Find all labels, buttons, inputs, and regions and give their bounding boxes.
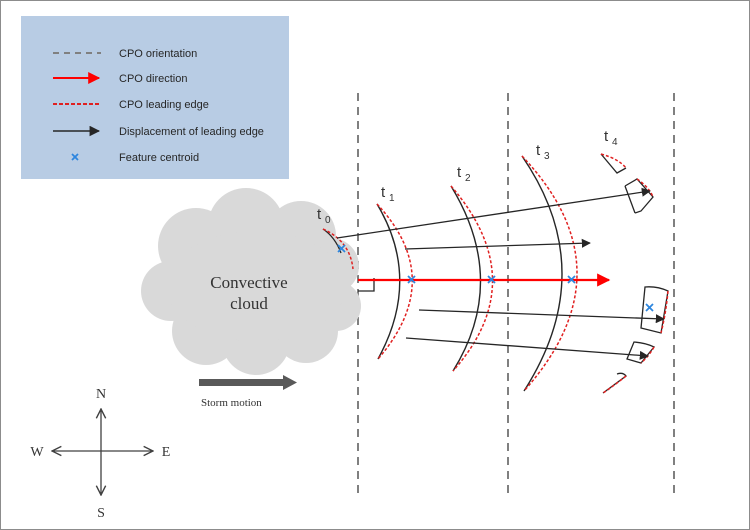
- svg-text:1: 1: [389, 193, 395, 204]
- compass-e: E: [162, 445, 171, 460]
- leading-edge-t3: [521, 155, 578, 392]
- svg-text:t: t: [381, 184, 386, 201]
- legend-background: [21, 16, 289, 179]
- compass-w: W: [30, 445, 44, 460]
- svg-text:t: t: [457, 164, 462, 181]
- time-label-t2: t 2: [457, 164, 471, 184]
- centroid-t0: [337, 244, 346, 253]
- legend-label-centroid: Feature centroid: [119, 152, 199, 164]
- centroid-t1: [407, 275, 416, 284]
- svg-text:t: t: [317, 206, 322, 223]
- centroid-t2: [487, 275, 496, 284]
- svg-text:4: 4: [612, 137, 618, 148]
- time-label-t3: t 3: [536, 142, 550, 162]
- svg-text:0: 0: [325, 215, 331, 226]
- cloud-label-line1: Convective: [210, 273, 287, 292]
- displacement-arrows: [336, 187, 665, 360]
- feature-centroids: [337, 244, 654, 312]
- compass-s: S: [97, 506, 105, 521]
- right-angle-mark: [358, 278, 375, 292]
- time-label-t4: t 4: [604, 128, 618, 148]
- centroid-t3: [567, 275, 576, 284]
- displacement-arrow-top: [336, 187, 651, 239]
- compass-n: N: [96, 387, 106, 402]
- legend-label-leading-edge: CPO leading edge: [119, 99, 209, 111]
- time-label-t0: t 0: [317, 206, 331, 226]
- legend: CPO orientation CPO direction CPO leadin…: [21, 16, 289, 179]
- svg-text:t: t: [604, 128, 609, 145]
- displacement-arrow-bottom: [405, 337, 649, 360]
- displacement-arrow-upper: [404, 238, 591, 250]
- legend-label-displacement: Displacement of leading edge: [119, 126, 264, 138]
- centroid-t4: [645, 303, 654, 312]
- leading-edge-t4-fragments: [600, 153, 669, 394]
- svg-text:2: 2: [465, 173, 471, 184]
- svg-text:3: 3: [544, 151, 550, 162]
- compass: N S E W: [30, 387, 170, 521]
- legend-centroid-swatch: [71, 153, 79, 161]
- legend-label-orientation: CPO orientation: [119, 48, 197, 60]
- convective-cloud: [141, 188, 361, 375]
- cloud-label-line2: cloud: [230, 294, 268, 313]
- displacement-arrow-lower: [418, 309, 665, 324]
- storm-motion-label: Storm motion: [201, 397, 262, 409]
- svg-text:t: t: [536, 142, 541, 159]
- legend-label-direction: CPO direction: [119, 73, 187, 85]
- storm-motion-arrow: [199, 375, 297, 390]
- time-label-t1: t 1: [381, 184, 395, 204]
